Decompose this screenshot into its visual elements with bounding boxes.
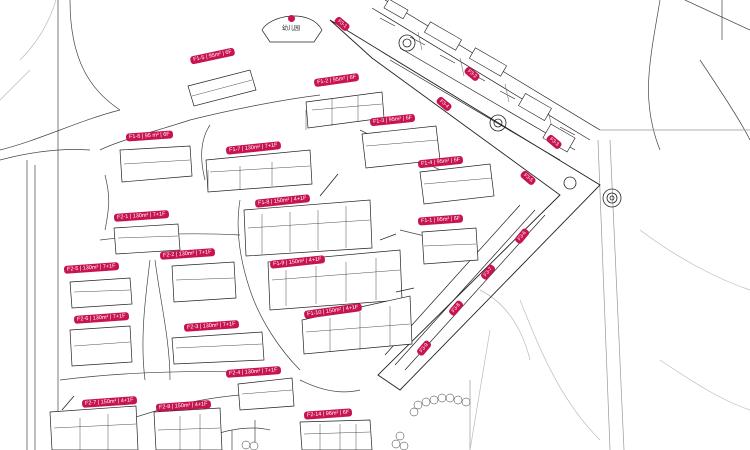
kindergarten-shape [261, 15, 323, 43]
kindergarten-label: 幼儿园 [282, 26, 301, 32]
pin-icon [288, 15, 295, 22]
